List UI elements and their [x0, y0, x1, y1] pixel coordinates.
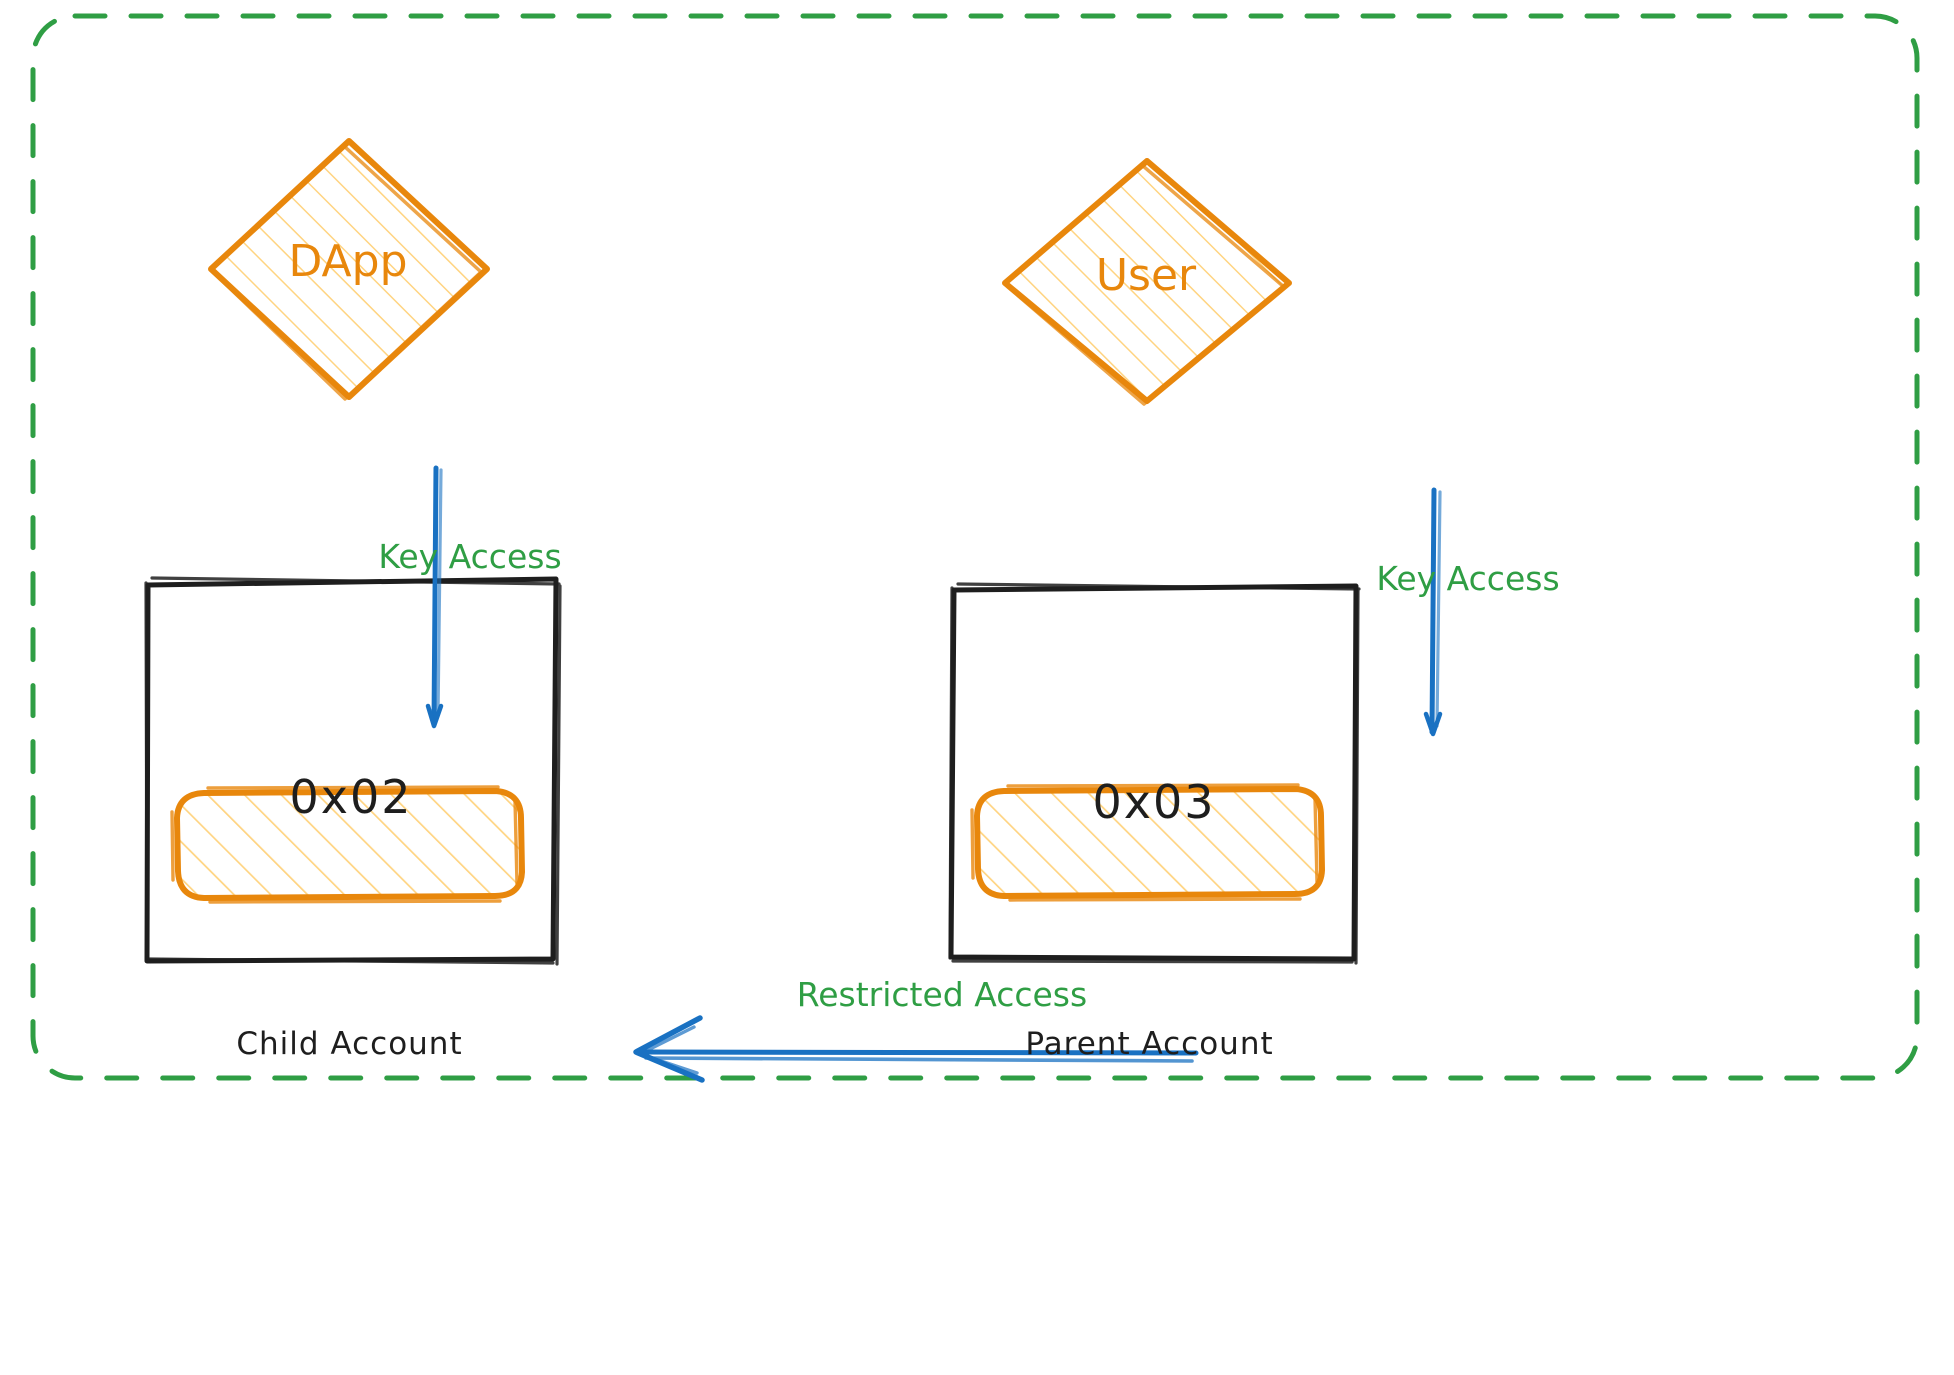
- edge-parent-to-child[interactable]: [633, 1015, 1199, 1083]
- edge-dapp-to-child-box[interactable]: [425, 465, 444, 729]
- edge-user-to-parent-box[interactable]: [1423, 487, 1443, 737]
- node-dapp[interactable]: [208, 138, 490, 401]
- node-user[interactable]: [1002, 158, 1292, 406]
- node-box-0x02[interactable]: [144, 576, 562, 966]
- node-child-account[interactable]: [170, 785, 525, 904]
- dashed-frame: [30, 13, 1920, 1081]
- node-box-0x03[interactable]: [948, 582, 1361, 965]
- node-parent-account[interactable]: [970, 783, 1325, 902]
